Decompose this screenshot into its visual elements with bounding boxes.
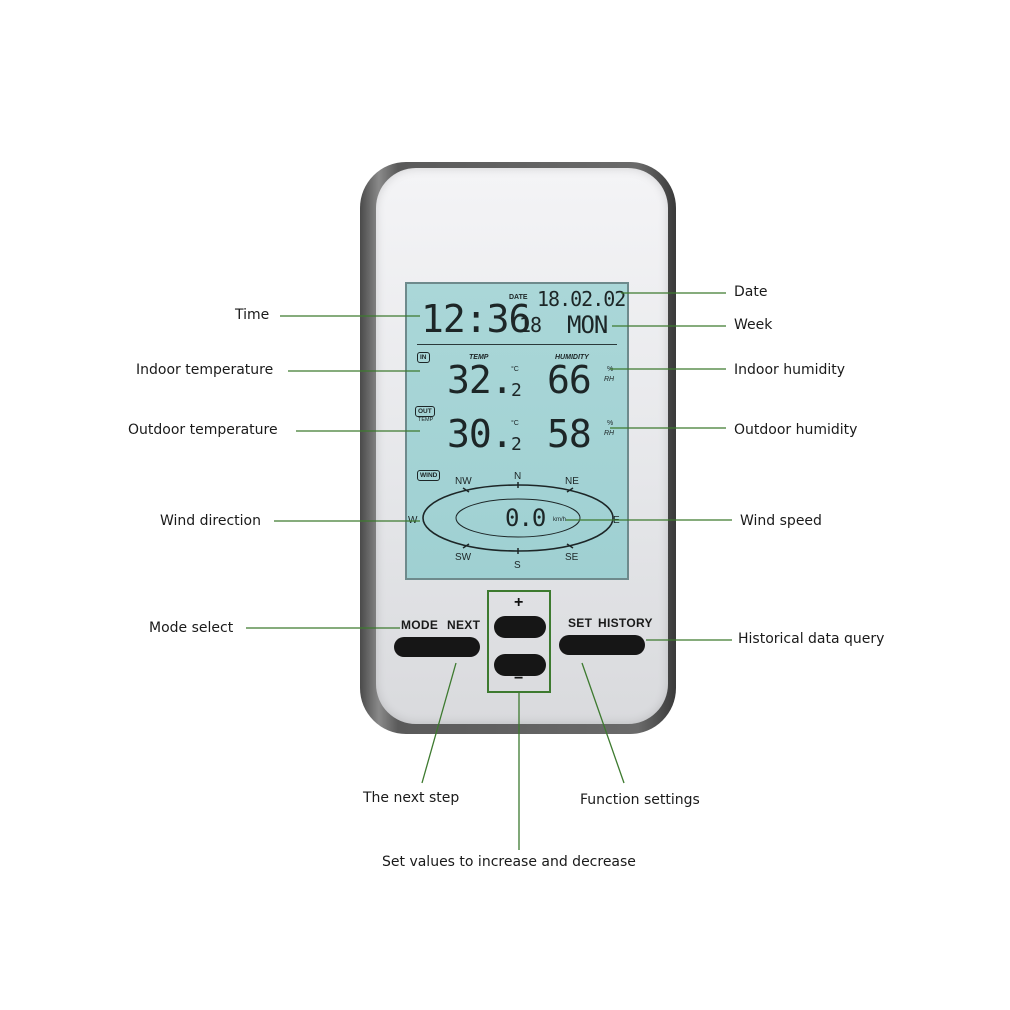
humidity-header: HUMIDITY	[555, 354, 589, 361]
date-value: 18.02.02	[537, 287, 626, 311]
time-value: 12:36	[421, 297, 531, 341]
callout-outdoor-temperature: Outdoor temperature	[128, 422, 278, 438]
plus-sign: +	[514, 594, 524, 611]
outdoor-temperature-unit: °C	[511, 420, 519, 427]
compass-w: W	[408, 515, 418, 526]
compass-s: S	[514, 560, 521, 571]
date-tag: DATE	[509, 294, 528, 301]
outdoor-humidity-rh: RH	[604, 430, 615, 437]
compass-n: N	[514, 471, 522, 482]
mode-next-button[interactable]	[394, 637, 480, 657]
compass-rose	[422, 482, 614, 554]
lcd-divider	[417, 344, 617, 345]
callout-wind-direction: Wind direction	[160, 513, 261, 529]
callout-mode-select: Mode select	[149, 620, 234, 636]
callout-time: Time	[235, 307, 270, 323]
callout-set-values: Set values to increase and decrease	[382, 854, 636, 870]
callout-week: Week	[734, 317, 773, 333]
callout-indoor-temperature: Indoor temperature	[136, 362, 274, 378]
callout-date: Date	[734, 284, 768, 300]
temp-header: TEMP	[469, 354, 489, 361]
outdoor-temp-tag: TEMP	[418, 417, 434, 423]
indoor-temperature-decimal: 2	[511, 380, 522, 401]
time-seconds: 18	[519, 313, 542, 337]
set-label: SET	[568, 616, 593, 630]
compass-se: SE	[565, 552, 579, 563]
next-label: NEXT	[447, 618, 481, 632]
outdoor-temperature-value: 30.	[447, 412, 514, 456]
wind-tag: WIND	[417, 470, 441, 481]
plus-button[interactable]	[494, 616, 546, 638]
indoor-humidity-value: 66	[547, 358, 592, 402]
history-label: HISTORY	[598, 616, 653, 630]
wind-speed-unit: km/h	[553, 517, 567, 523]
weekday-value: MON	[567, 311, 608, 339]
plus-minus-highlight	[487, 590, 551, 693]
outdoor-humidity-value: 58	[547, 412, 592, 456]
minus-button[interactable]	[494, 654, 546, 676]
callout-function-settings: Function settings	[580, 792, 700, 808]
outdoor-tag: OUT	[415, 406, 435, 417]
indoor-humidity-rh: RH	[604, 376, 615, 383]
callout-next-step: The next step	[363, 790, 460, 806]
mode-label: MODE	[401, 618, 439, 632]
set-history-button[interactable]	[559, 635, 645, 655]
compass-sw: SW	[455, 552, 472, 563]
lcd-screen: DATE 18.02.02 12:36 18 MON IN TEMP HUMID…	[405, 282, 629, 580]
indoor-temperature-unit: °C	[511, 366, 519, 373]
wind-speed-value: 0.0	[505, 504, 546, 532]
callout-wind-speed: Wind speed	[740, 513, 822, 529]
minus-sign: −	[514, 670, 524, 687]
indoor-tag: IN	[417, 352, 430, 363]
indoor-temperature-value: 32.	[447, 358, 514, 402]
outdoor-temperature-decimal: 2	[511, 434, 522, 455]
callout-indoor-humidity: Indoor humidity	[734, 362, 846, 378]
outdoor-humidity-pct: %	[607, 420, 614, 427]
compass-nw: NW	[455, 476, 472, 487]
compass-ne: NE	[565, 476, 579, 487]
callout-outdoor-humidity: Outdoor humidity	[734, 422, 858, 438]
callout-historical-data-query: Historical data query	[738, 631, 885, 647]
compass-e: E	[613, 515, 620, 526]
